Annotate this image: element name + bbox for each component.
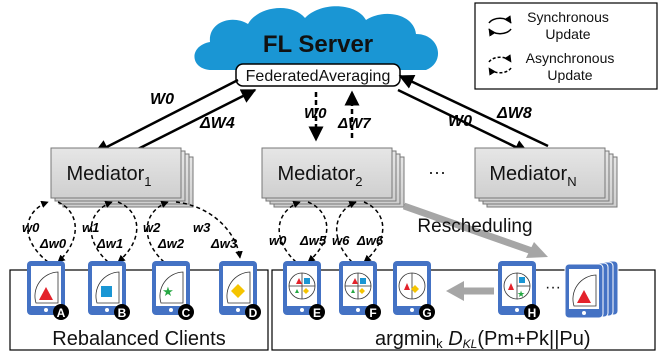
svg-text:Mediator2: Mediator2: [277, 163, 362, 189]
local-update-labels: w0 Δw0 w1 Δw1 w2 Δw2 w3 Δw3 w0 Δw5 w6 Δw…: [22, 220, 384, 251]
mediator-n: MediatorN: [474, 147, 618, 208]
f-w-label: w6: [332, 233, 350, 248]
svg-text:MediatorN: MediatorN: [489, 163, 576, 189]
client-phone-f: F: [339, 261, 381, 320]
client-label-c: C: [182, 306, 191, 320]
d-dw-label: Δw3: [210, 236, 238, 251]
mediator-1-sub: 1: [144, 174, 151, 189]
mediator-2: Mediator2: [261, 147, 405, 208]
client-ellipsis: ···: [545, 279, 561, 296]
cloud-shape: [194, 6, 439, 70]
f-dw-label: Δw6: [356, 233, 384, 248]
client-label-g: G: [422, 306, 431, 320]
client-phone-b: B: [88, 261, 130, 320]
rebalanced-group-box: [9, 269, 269, 351]
svg-text:★: ★: [162, 284, 174, 299]
b-w-label: w1: [82, 220, 99, 235]
client-label-h: H: [528, 306, 537, 320]
mediator-2-sub: 2: [355, 174, 362, 189]
sync-legend-icon: [488, 15, 512, 37]
mediator-n-sub: N: [567, 174, 576, 189]
svg-text:★: ★: [517, 289, 525, 299]
e-dw-label: Δw5: [299, 233, 327, 248]
kl-sub: KL: [463, 337, 478, 351]
rescheduling-label: Rescheduling: [417, 216, 532, 237]
rebalanced-clients-label: Rebalanced Clients: [52, 328, 225, 350]
client-phone-a: A: [27, 261, 69, 320]
argmin-label: argmin: [375, 328, 436, 350]
async-legend-label-1: Asynchronous: [526, 50, 615, 66]
aggregator-label: FederatedAveraging: [246, 68, 391, 85]
client-phone-h: ★ H: [498, 261, 540, 320]
async-loops: [27, 200, 384, 263]
legend: Synchronous Update Asynchronous Update: [474, 2, 658, 90]
client-phone-d: D: [219, 261, 261, 320]
c-w-label: w2: [143, 220, 161, 235]
mediator-n-label: Mediator: [489, 163, 567, 185]
client-label-a: A: [57, 306, 66, 320]
dw7-label: ΔW7: [337, 115, 371, 132]
kl-d: D: [448, 328, 462, 350]
selection-arrow: [446, 281, 494, 301]
client-label-e: E: [313, 306, 321, 320]
dw8-label: ΔW8: [496, 105, 532, 122]
async-legend-label-2: Update: [547, 67, 592, 83]
async-legend-icon: [488, 54, 512, 76]
server-title: FL Server: [263, 31, 373, 58]
a-w-label: w0: [22, 220, 40, 235]
client-pool-stack: [564, 260, 619, 319]
sync-legend-label-1: Synchronous: [527, 9, 609, 25]
rescheduling-arrow: Rescheduling: [402, 202, 548, 258]
client-phone-c: ★ C: [152, 261, 194, 320]
mediator-ellipsis: ···: [428, 162, 446, 182]
server-mediator-flows: W0 ΔW4 W0 ΔW7 W0 ΔW8: [93, 74, 549, 155]
c-dw-label: Δw2: [157, 236, 185, 251]
dw4-label: ΔW4: [199, 115, 235, 132]
b-dw-label: Δw1: [96, 236, 123, 251]
sync-legend-label-2: Update: [545, 26, 590, 42]
kl-expr: (Pm+Pk||Pu): [477, 328, 590, 350]
client-phone-g: G: [393, 261, 435, 320]
argmin-sub: k: [436, 336, 443, 351]
d-w-label: w3: [193, 220, 211, 235]
mediator-1-label: Mediator: [66, 163, 144, 185]
w0-right-label: W0: [448, 113, 472, 130]
mediator-1: Mediator1: [50, 147, 194, 208]
mediator-2-label: Mediator: [277, 163, 355, 185]
kl-formula: argmink DKL(Pm+Pk||Pu): [375, 328, 591, 351]
candidate-group-box: [271, 269, 656, 351]
fl-server: FL Server FederatedAveraging: [194, 6, 439, 87]
a-dw-label: Δw0: [39, 236, 67, 251]
w0-left-label: W0: [150, 91, 174, 108]
client-phone-e: E: [283, 261, 325, 320]
client-label-d: D: [249, 306, 258, 320]
w0-mid-label: W0: [304, 105, 327, 122]
client-label-f: F: [369, 306, 376, 320]
svg-text:Mediator1: Mediator1: [66, 163, 151, 189]
e-w-label: w0: [269, 233, 287, 248]
client-label-b: B: [118, 306, 127, 320]
